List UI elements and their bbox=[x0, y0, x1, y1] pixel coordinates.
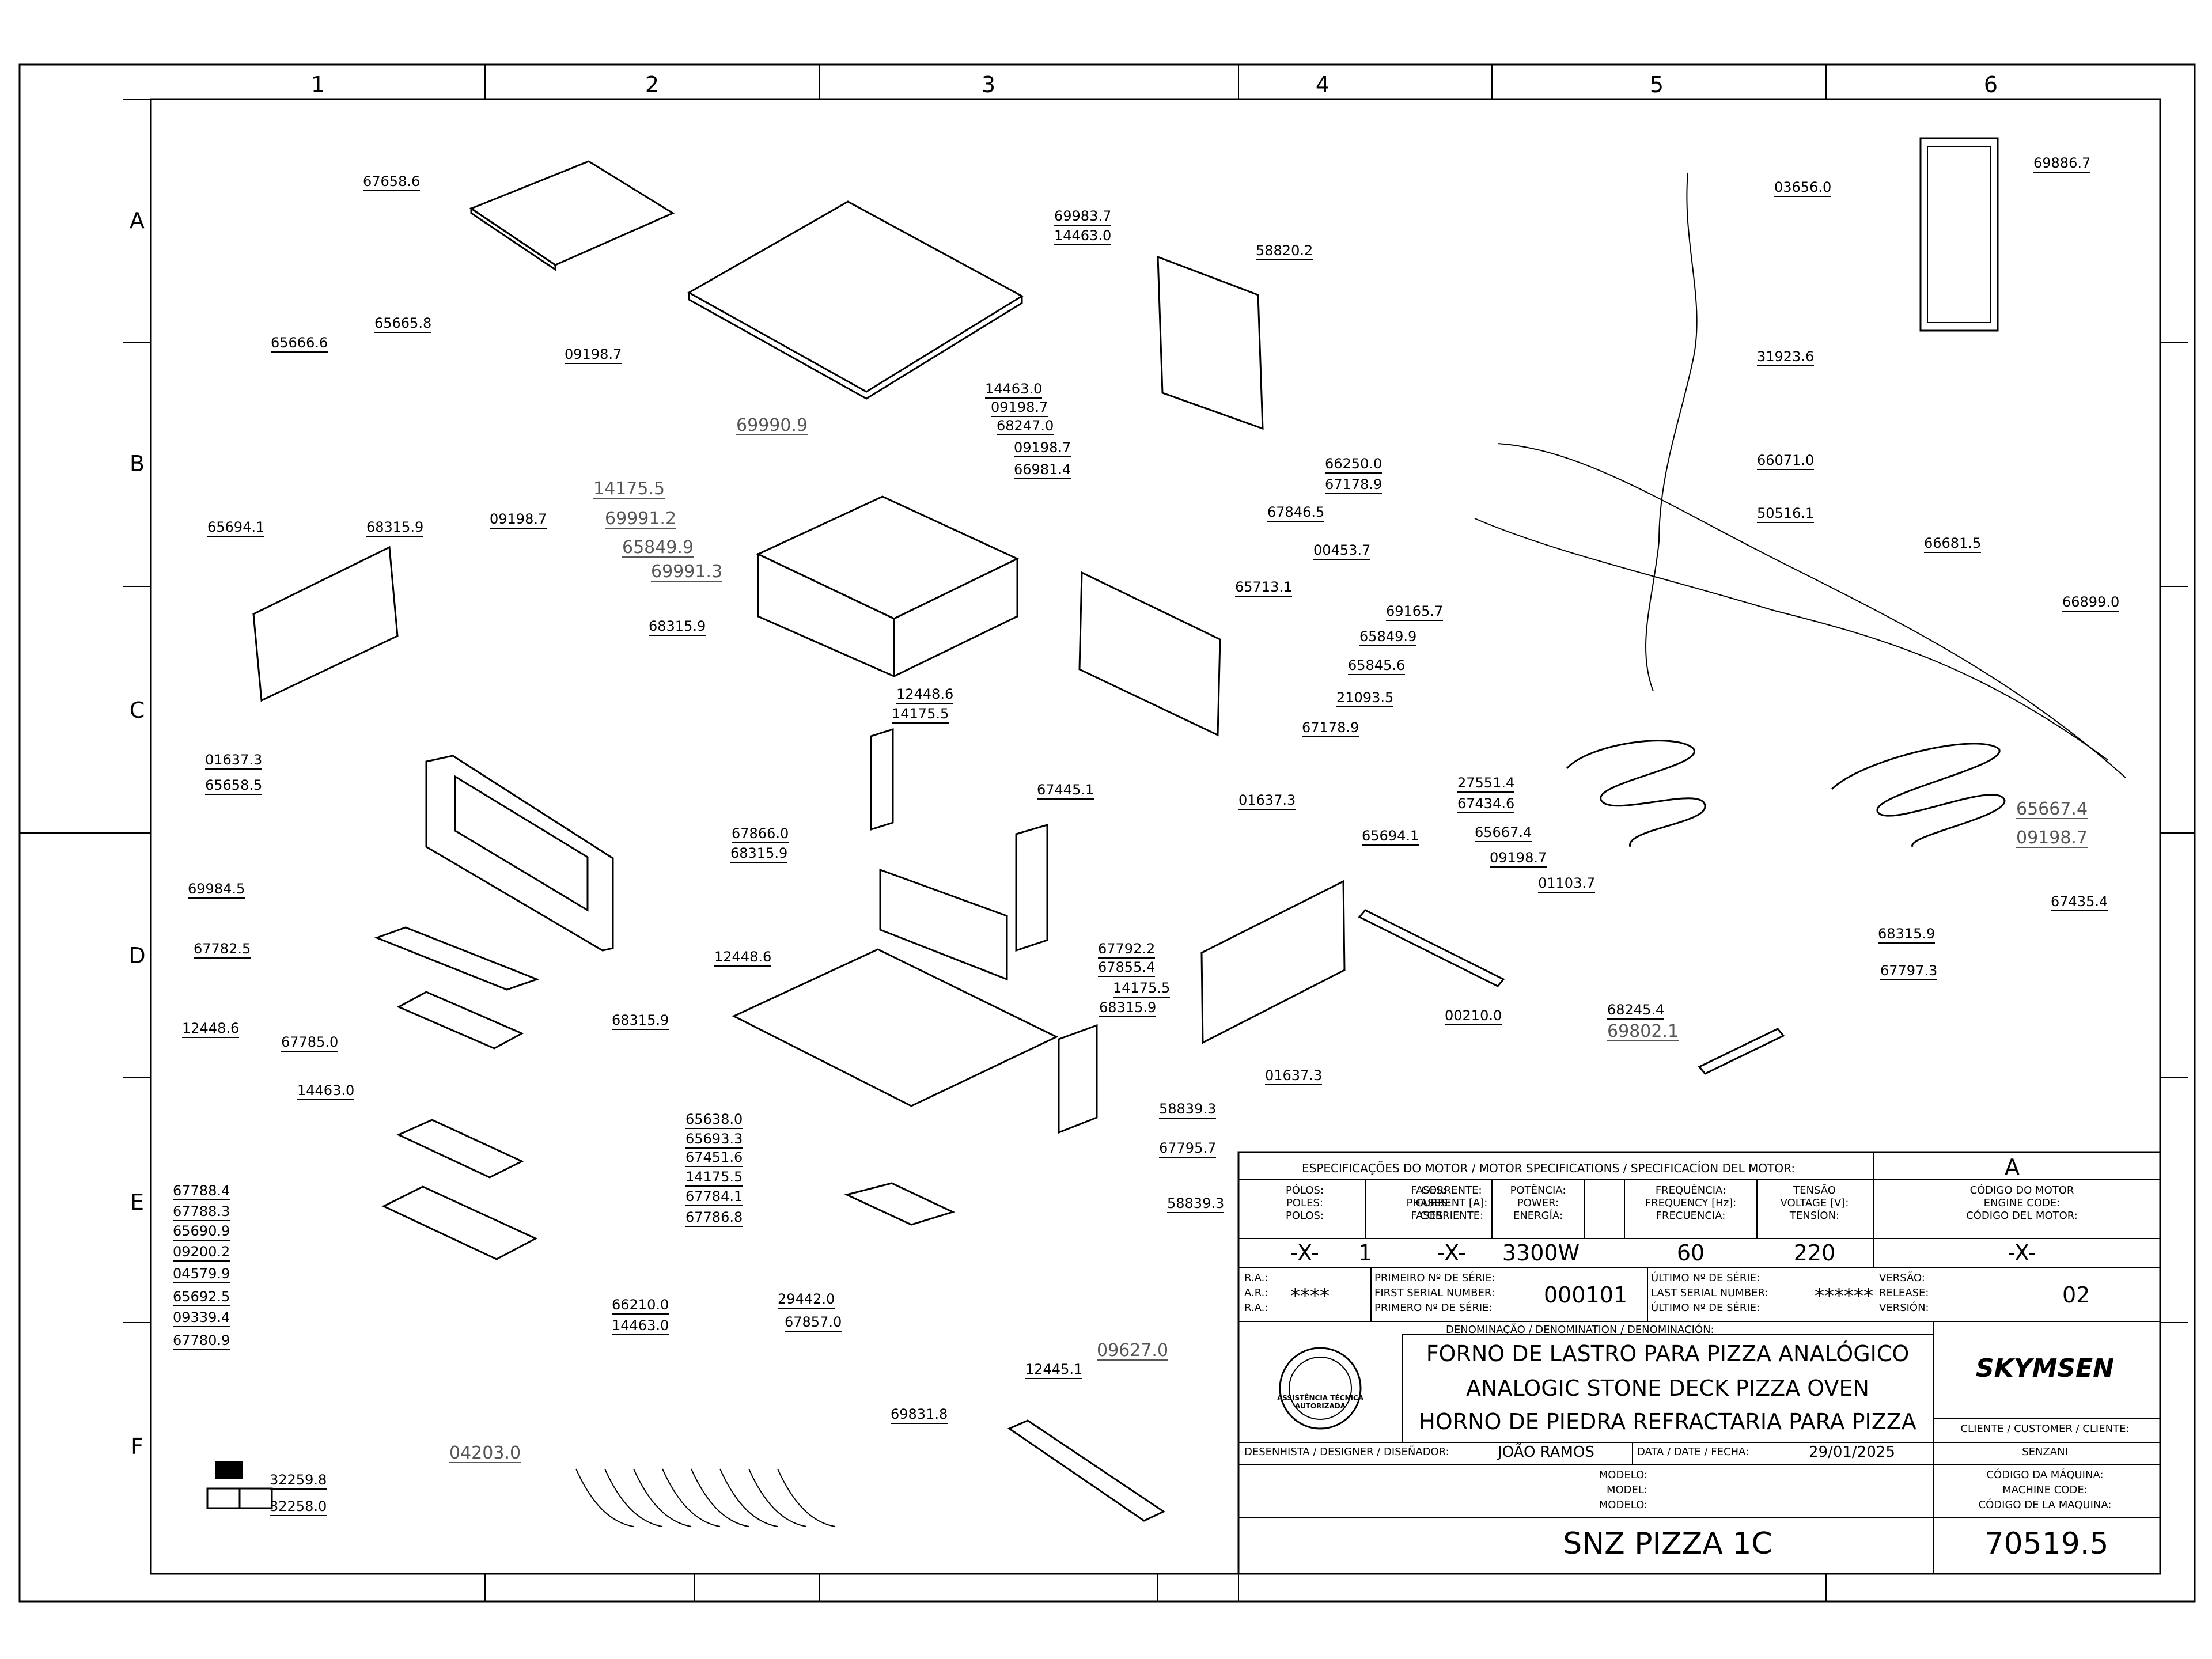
designer-value: JOÃO RAMOS bbox=[1498, 1444, 1594, 1461]
version-value: 02 bbox=[2062, 1282, 2090, 1308]
voltage-label-es: TENSÍON: bbox=[1789, 1210, 1840, 1222]
ra-label-en: A.R.: bbox=[1244, 1287, 1268, 1299]
phases-label-es: FASES: bbox=[1411, 1210, 1446, 1222]
model-label-pt: MODELO: bbox=[1599, 1469, 1647, 1481]
ra-value: **** bbox=[1290, 1285, 1330, 1308]
zone-col-6: 6 bbox=[1984, 72, 1998, 97]
zone-row-B: B bbox=[130, 451, 145, 476]
machine-code-value: 70519.5 bbox=[1984, 1527, 2109, 1561]
machine-code-label: CÓDIGO DA MÁQUINA: MACHINE CODE: CÓDIGO … bbox=[1936, 1468, 2154, 1513]
part-shapes bbox=[206, 137, 2126, 1527]
designer-label: DESENHISTA / DESIGNER / DISEÑADOR: bbox=[1244, 1446, 1449, 1458]
model-label-en: MODEL: bbox=[1606, 1484, 1647, 1496]
poles-value: -X- bbox=[1290, 1240, 1319, 1266]
phases-label-en: PHASES: bbox=[1406, 1197, 1451, 1209]
zone-row-D: D bbox=[128, 943, 145, 968]
date-value: 29/01/2025 bbox=[1809, 1444, 1895, 1461]
revision-letter: A bbox=[2005, 1154, 2020, 1180]
machine-code-label-en: MACHINE CODE: bbox=[2002, 1484, 2088, 1496]
denomination-label: DENOMINAÇÃO / DENOMINATION / DENOMINACIÓ… bbox=[1446, 1324, 1714, 1336]
motor-code-label-pt: CÓDIGO DO MOTOR bbox=[1969, 1184, 2074, 1196]
ra-label: R.A.: A.R.: R.A.: bbox=[1244, 1271, 1268, 1316]
zone-col-4: 4 bbox=[1316, 72, 1330, 97]
phases-label: FASES: PHASES: FASES: bbox=[1371, 1184, 1486, 1222]
current-label-pt: CORRENTE: bbox=[1421, 1184, 1482, 1196]
voltage-label-pt: TENSÃO bbox=[1793, 1184, 1836, 1196]
model-value: SNZ PIZZA 1C bbox=[1563, 1527, 1772, 1561]
frequency-label-en: FREQUENCY [Hz]: bbox=[1645, 1197, 1737, 1209]
date-label: DATA / DATE / FECHA: bbox=[1637, 1446, 1749, 1458]
client-label: CLIENTE / CUSTOMER / CLIENTE: bbox=[1960, 1423, 2130, 1435]
power-label-es: ENERGÍA: bbox=[1513, 1210, 1563, 1222]
last-serial-label: ÚLTIMO Nº DE SÉRIE: LAST SERIAL NUMBER: … bbox=[1651, 1271, 1768, 1316]
denomination-pt: FORNO DE LASTRO PARA PIZZA ANALÓGICO bbox=[1426, 1341, 1910, 1366]
voltage-label-en: VOLTAGE [V]: bbox=[1780, 1197, 1849, 1209]
model-label: MODELO: MODEL: MODELO: bbox=[1498, 1468, 1647, 1513]
power-label-pt: POTÊNCIA: bbox=[1510, 1184, 1566, 1196]
motor-code-label: CÓDIGO DO MOTOR ENGINE CODE: CÓDIGO DEL … bbox=[1901, 1184, 2143, 1222]
current-label: CORRENTE: CURRENT [A]: CORRIENTE: bbox=[1411, 1184, 1492, 1222]
last-serial-label-es: ÚLTIMO Nº DE SÉRIE: bbox=[1651, 1302, 1760, 1314]
version-label-es: VERSIÓN: bbox=[1879, 1302, 1929, 1314]
zone-row-E: E bbox=[130, 1190, 144, 1215]
voltage-label: TENSÃO VOLTAGE [V]: TENSÍON: bbox=[1763, 1184, 1866, 1222]
version-label-pt: VERSÃO: bbox=[1879, 1272, 1925, 1284]
zone-col-5: 5 bbox=[1650, 72, 1664, 97]
current-label-es: CORRIENTE: bbox=[1419, 1210, 1484, 1222]
zone-labels: 1 2 3 4 5 6 A B C D E F bbox=[128, 72, 1998, 1459]
frequency-value: 60 bbox=[1676, 1240, 1705, 1266]
brand-logo: SKYMSEN bbox=[1975, 1354, 2114, 1383]
ra-label-pt: R.A.: bbox=[1244, 1272, 1268, 1284]
motor-code-label-es: CÓDIGO DEL MOTOR: bbox=[1966, 1210, 2078, 1222]
voltage-value: 220 bbox=[1793, 1240, 1836, 1266]
motor-code-value: -X- bbox=[2008, 1240, 2036, 1266]
first-serial-value: 000101 bbox=[1544, 1282, 1628, 1308]
seal-logo: ASSISTÊNCIA TÉCNICA AUTORIZADA bbox=[1277, 1394, 1364, 1410]
power-label-en: POWER: bbox=[1517, 1197, 1559, 1209]
last-serial-label-pt: ÚLTIMO Nº DE SÉRIE: bbox=[1651, 1272, 1760, 1284]
phases-value: 1 bbox=[1358, 1240, 1373, 1266]
poles-label-en: POLES: bbox=[1286, 1197, 1323, 1209]
first-serial-label-pt: PRIMEIRO Nº DE SÉRIE: bbox=[1374, 1272, 1495, 1284]
title-block-frame bbox=[1237, 1151, 2161, 1575]
model-label-es: MODELO: bbox=[1599, 1499, 1647, 1511]
denomination-en: ANALOGIC STONE DECK PIZZA OVEN bbox=[1466, 1376, 1869, 1401]
first-serial-label: PRIMEIRO Nº DE SÉRIE: FIRST SERIAL NUMBE… bbox=[1374, 1271, 1495, 1316]
frequency-label: FREQUÊNCIA: FREQUENCY [Hz]: FRECUENCIA: bbox=[1630, 1184, 1751, 1222]
phases-label-pt: FASES: bbox=[1411, 1184, 1446, 1196]
current-value: -X- bbox=[1437, 1240, 1466, 1266]
poles-label-pt: PÓLOS: bbox=[1285, 1184, 1324, 1196]
frequency-label-es: FRECUENCIA: bbox=[1656, 1210, 1726, 1222]
motor-code-label-en: ENGINE CODE: bbox=[1983, 1197, 2061, 1209]
current-label-en: CURRENT [A]: bbox=[1415, 1197, 1488, 1209]
denomination-es: HORNO DE PIEDRA REFRACTARIA PARA PIZZA bbox=[1419, 1409, 1916, 1434]
poles-label: PÓLOS: POLES: POLOS: bbox=[1256, 1184, 1354, 1222]
last-serial-value: ****** bbox=[1815, 1285, 1873, 1308]
version-label: VERSÃO: RELEASE: VERSIÓN: bbox=[1879, 1271, 1929, 1316]
frequency-label-pt: FREQUÊNCIA: bbox=[1655, 1184, 1726, 1196]
machine-code-label-es: CÓDIGO DE LA MAQUINA: bbox=[1978, 1499, 2112, 1511]
motor-spec-header: ESPECIFICAÇÕES DO MOTOR / MOTOR SPECIFIC… bbox=[1302, 1161, 1796, 1175]
first-serial-label-en: FIRST SERIAL NUMBER: bbox=[1374, 1287, 1495, 1299]
zone-row-A: A bbox=[130, 208, 145, 233]
machine-code-label-pt: CÓDIGO DA MÁQUINA: bbox=[1986, 1469, 2104, 1481]
zone-row-F: F bbox=[131, 1434, 143, 1459]
poles-label-es: POLOS: bbox=[1285, 1210, 1324, 1222]
drawing-frame bbox=[18, 63, 2196, 1603]
power-label: POTÊNCIA: POWER: ENERGÍA: bbox=[1498, 1184, 1578, 1222]
zone-row-C: C bbox=[130, 698, 145, 723]
last-serial-label-en: LAST SERIAL NUMBER: bbox=[1651, 1287, 1768, 1299]
power-value: 3300W bbox=[1502, 1240, 1580, 1266]
client-value: SENZANI bbox=[2022, 1446, 2068, 1458]
zone-col-2: 2 bbox=[645, 72, 659, 97]
version-label-en: RELEASE: bbox=[1879, 1287, 1929, 1299]
zone-col-1: 1 bbox=[311, 72, 325, 97]
ra-label-es: R.A.: bbox=[1244, 1302, 1268, 1314]
zone-col-3: 3 bbox=[982, 72, 995, 97]
first-serial-label-es: PRIMERO Nº DE SÉRIE: bbox=[1374, 1302, 1493, 1314]
